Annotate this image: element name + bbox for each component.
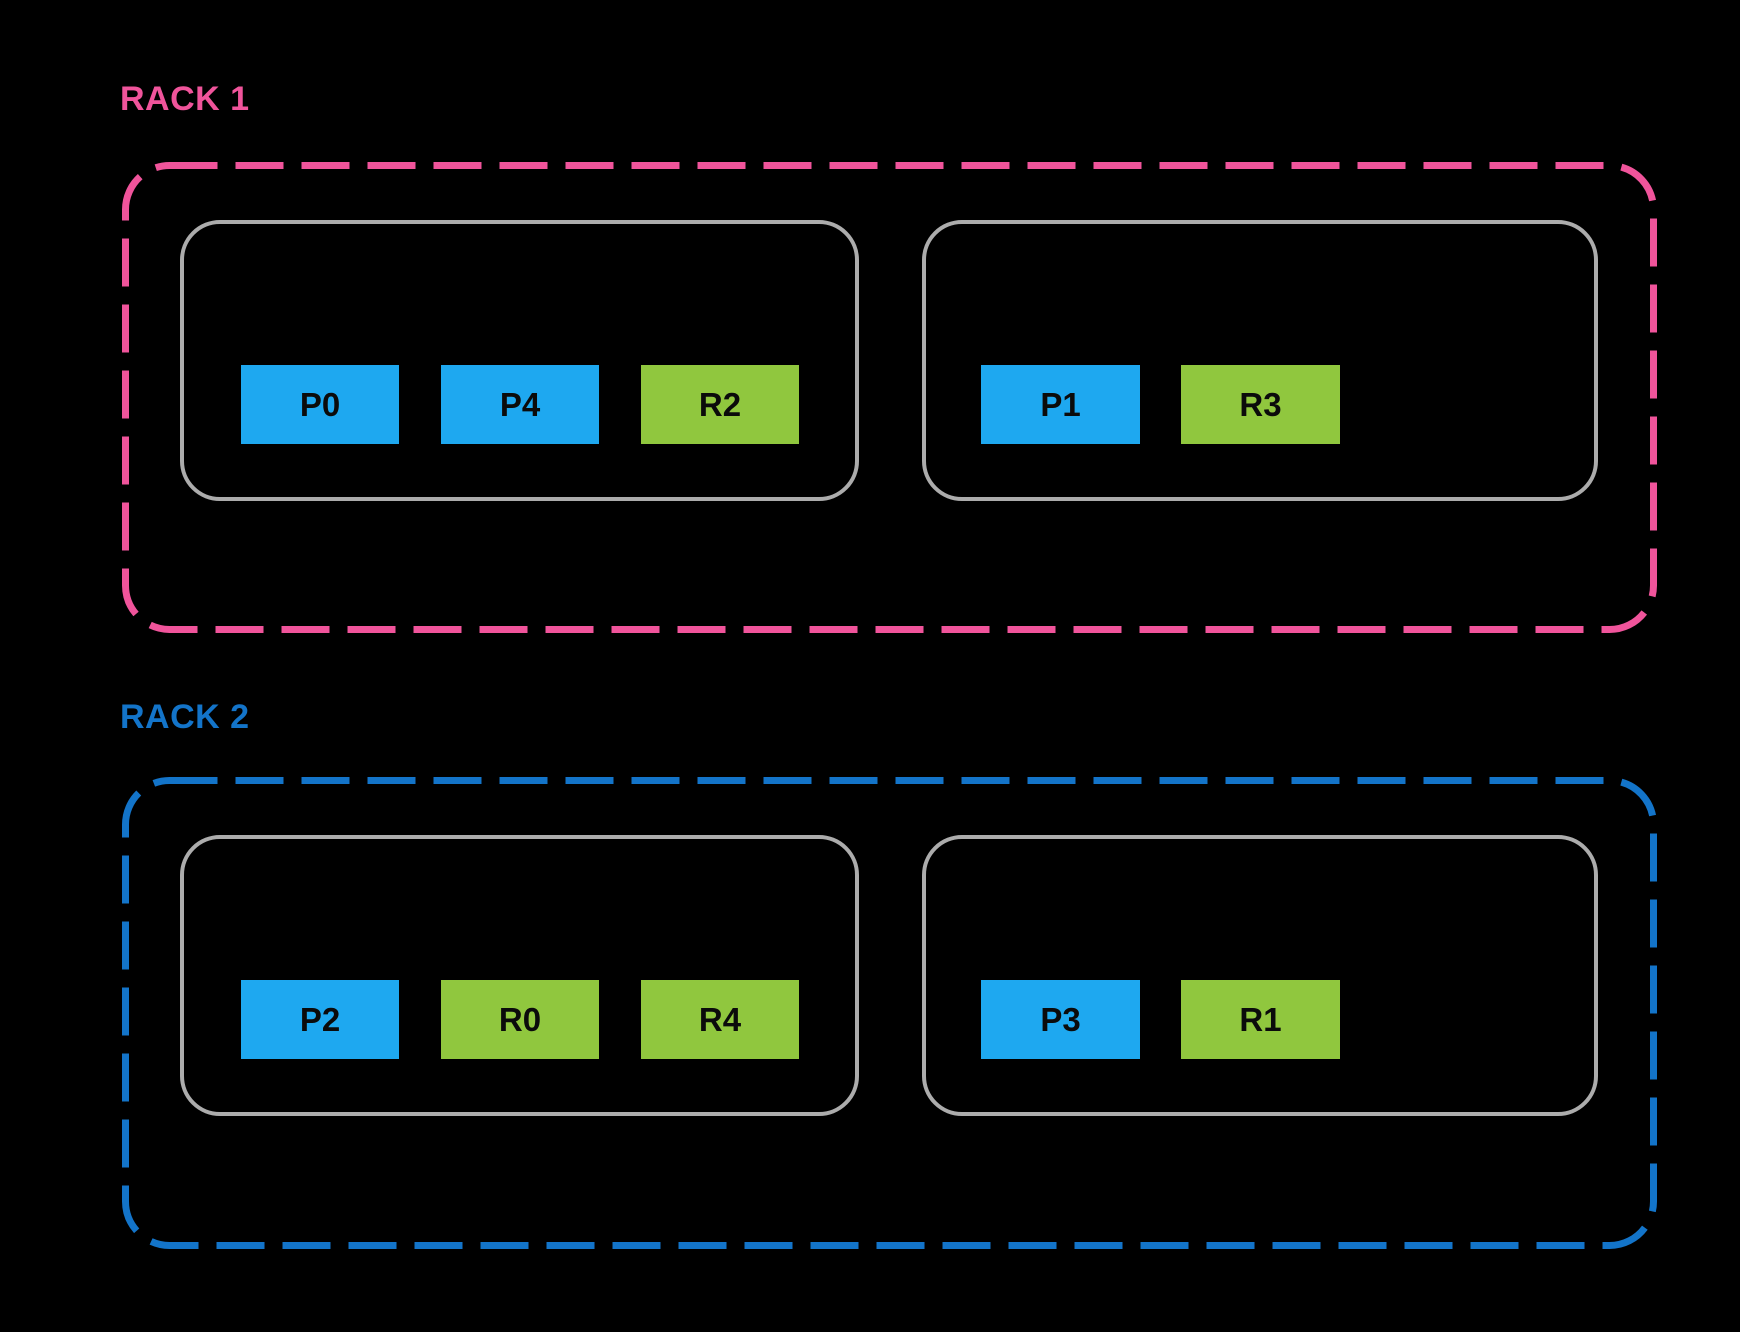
shard-chip-r1: R1: [1181, 980, 1340, 1059]
shard-chip-r3: R3: [1181, 365, 1340, 444]
shard-chip-p3: P3: [981, 980, 1140, 1059]
shard-chip-r4: R4: [641, 980, 799, 1059]
rack-2-host-2-box: P3 R1: [922, 835, 1598, 1116]
shard-chip-p4: P4: [441, 365, 599, 444]
rack-2-dashed-border: [122, 777, 1657, 1249]
rack-1-host-1-box: P0 P4 R2: [180, 220, 859, 501]
shard-chip-p0: P0: [241, 365, 399, 444]
rack-2-boundary: P2 R0 R4 P3 R1: [122, 777, 1657, 1249]
rack-1-host-2-box: P1 R3: [922, 220, 1598, 501]
shard-chip-p1: P1: [981, 365, 1140, 444]
shard-chip-p2: P2: [241, 980, 399, 1059]
shard-chip-r2: R2: [641, 365, 799, 444]
rack-1-dashed-border: [122, 162, 1657, 633]
rack-1-boundary: P0 P4 R2 P1 R3: [122, 162, 1657, 633]
shard-chip-r0: R0: [441, 980, 599, 1059]
rack-2-host-1-box: P2 R0 R4: [180, 835, 859, 1116]
rack-1-label: RACK 1: [120, 80, 250, 118]
rack-2-label: RACK 2: [120, 698, 250, 736]
